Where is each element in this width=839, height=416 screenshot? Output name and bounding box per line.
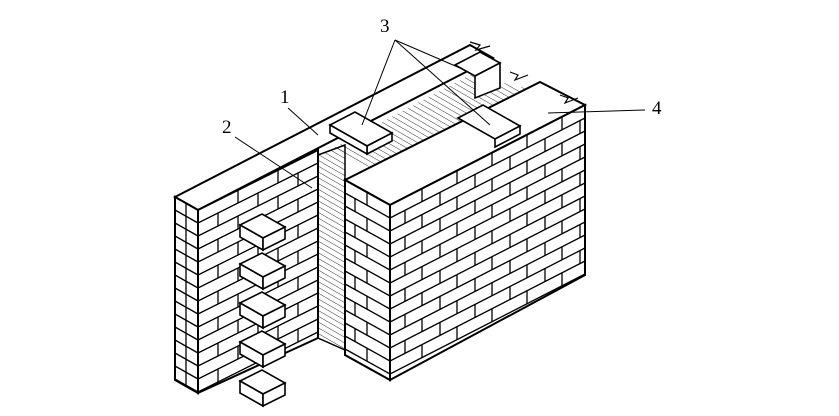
brick-joint bbox=[344, 322, 391, 349]
toothing-bricks bbox=[238, 213, 287, 408]
right-wall bbox=[342, 80, 588, 382]
mortar-infill-top bbox=[330, 75, 555, 180]
brick-joint bbox=[389, 260, 586, 362]
brick-joint bbox=[389, 130, 586, 232]
break-mark bbox=[509, 71, 529, 82]
brick-joint bbox=[344, 192, 391, 219]
break-mark bbox=[469, 41, 491, 52]
label-3: 3 bbox=[380, 16, 390, 37]
brick-joint bbox=[389, 156, 586, 258]
toothing-brick bbox=[262, 264, 286, 291]
label-2: 2 bbox=[222, 117, 232, 138]
label-1: 1 bbox=[280, 87, 290, 108]
break-mark bbox=[559, 94, 579, 105]
brick-joint bbox=[174, 378, 199, 393]
brick-joint bbox=[344, 348, 391, 375]
toothing-brick bbox=[262, 342, 286, 369]
brick-joint bbox=[389, 208, 586, 310]
leader-lines bbox=[234, 39, 646, 189]
toothing-brick bbox=[262, 225, 286, 252]
mortar-infill-front bbox=[317, 143, 346, 352]
label-4: 4 bbox=[652, 98, 662, 119]
brick-joint bbox=[344, 218, 391, 245]
toothing-brick bbox=[262, 381, 286, 408]
brick-joint bbox=[389, 182, 586, 284]
brick-joint bbox=[344, 244, 391, 271]
brick-joint bbox=[344, 270, 391, 297]
toothing-brick bbox=[262, 303, 286, 330]
brick-joint bbox=[344, 296, 391, 323]
tie-bricks bbox=[328, 51, 522, 156]
brick-joint bbox=[389, 234, 586, 336]
